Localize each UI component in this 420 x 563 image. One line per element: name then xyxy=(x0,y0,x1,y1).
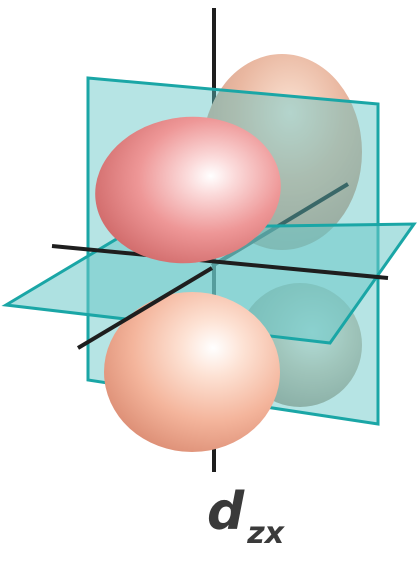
orbital-letter: d xyxy=(207,482,243,542)
orbital-subscript: zx xyxy=(247,516,284,551)
